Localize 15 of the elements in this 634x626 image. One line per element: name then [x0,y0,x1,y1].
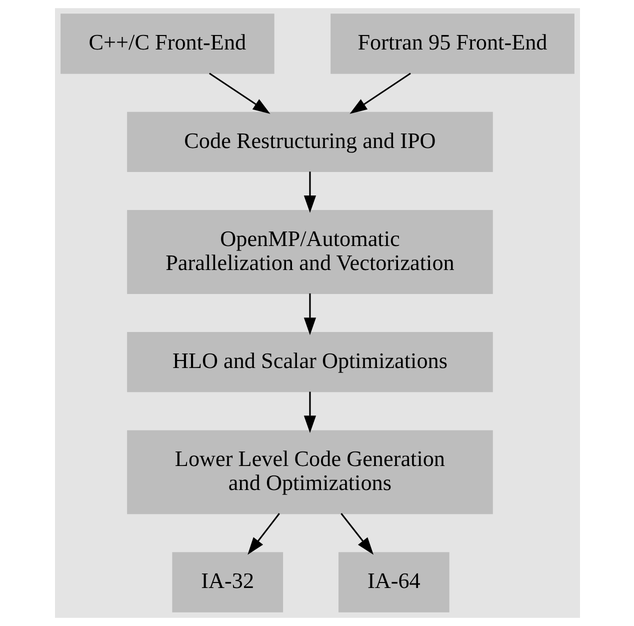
arrow [247,513,280,555]
arrow [303,392,316,434]
node-box: C++/C Front-End [60,14,274,74]
node-box: Lower Level Code Generation and Optimizations [126,430,492,514]
arrow [340,513,374,555]
node-box: OpenMP/Automatic Parallelization and Vectorization [126,210,492,294]
node-box: HLO and Scalar Optimizations [126,332,492,392]
node-box: Fortran 95 Front-End [330,14,574,74]
arrow [303,172,316,213]
node-box: Code Restructuring and IPO [126,112,492,172]
arrow [349,72,410,114]
node-box: IA-32 [172,552,283,612]
node-box: IA-64 [338,552,449,612]
arrow [208,72,270,114]
arrow [303,293,316,336]
